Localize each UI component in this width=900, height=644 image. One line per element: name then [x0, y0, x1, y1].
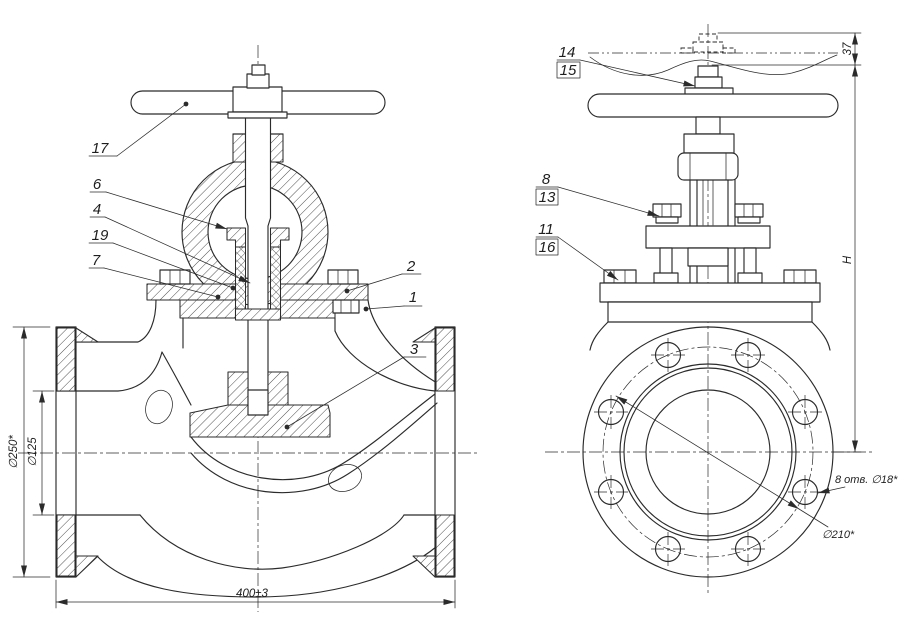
stem-nut [246, 73, 270, 89]
part-number: 11 [538, 221, 554, 238]
part-label-7: 7 [88, 252, 221, 300]
dimension-face-to-face: 400±3 [55, 579, 456, 609]
dimension-handwheel-rise: 37 [711, 32, 862, 66]
left-view-section: ∅250* ∅125 400±3 17 6 4 19 7 2 [8, 45, 480, 612]
valve-stem [244, 115, 272, 413]
part-number: 19 [92, 227, 109, 244]
handwheel-hub [232, 86, 283, 113]
packing-left [235, 246, 246, 310]
handwheel [587, 93, 839, 118]
part-label-3: 3 [284, 341, 427, 430]
body-rib-hole-right [328, 464, 362, 492]
body-rib-hole-left [145, 389, 173, 425]
dim-outer-diameter: ∅250* [8, 435, 20, 469]
dimension-bolt-circle: ∅210* [615, 395, 855, 541]
part-number: 2 [406, 258, 416, 275]
phantom-raised-position [588, 33, 838, 76]
dim-bolt-holes: 8 отв. ∅18* [835, 474, 898, 486]
dim-height: H [842, 255, 854, 264]
part-label-8-13: 8 13 [535, 171, 660, 217]
part-number: 7 [92, 252, 101, 269]
part-label-1: 1 [363, 289, 423, 312]
part-number: 16 [539, 239, 556, 256]
part-label-4: 4 [89, 201, 251, 284]
bonnet-flange [146, 269, 369, 321]
gland-nut-left [652, 203, 682, 218]
flange-nut-right [332, 299, 360, 314]
part-label-19: 19 [88, 227, 236, 291]
stuffing-box-flange [645, 225, 771, 249]
dim-bore-diameter: ∅125 [27, 437, 39, 467]
stem-top [684, 65, 734, 96]
dim-handwheel-rise: 37 [842, 42, 854, 55]
flange-bolt-left [159, 269, 191, 285]
bolt-circle [602, 346, 814, 558]
part-number: 17 [92, 140, 109, 157]
dimension-bore-diameter: ∅125 [27, 390, 55, 516]
dimension-height: H [832, 64, 862, 453]
dimension-bolt-holes: 8 отв. ∅18* [817, 474, 898, 494]
gland-nut-right [734, 203, 764, 218]
dim-bolt-circle: ∅210* [822, 529, 855, 541]
disc-and-seat [189, 371, 331, 438]
part-label-2: 2 [344, 258, 422, 294]
part-number: 13 [539, 189, 556, 206]
part-number: 14 [559, 44, 576, 61]
flange-bolt-right [327, 269, 359, 285]
pipe-flange-right [412, 326, 456, 578]
part-label-14-15: 14 15 [556, 44, 696, 87]
part-number: 15 [560, 62, 577, 79]
bolt-holes [594, 338, 822, 566]
handwheel [130, 64, 386, 119]
part-number: 6 [93, 176, 102, 193]
part-label-6: 6 [89, 176, 228, 230]
packing-right [270, 246, 281, 310]
part-number: 4 [93, 201, 101, 218]
gland-assembly [645, 203, 771, 284]
bonnet-bolt-right [783, 269, 817, 284]
bonnet-bolt-left [603, 269, 637, 284]
dimension-outer-diameter: ∅250* [8, 326, 51, 578]
stem-nut [694, 76, 723, 89]
part-label-11-16: 11 16 [535, 221, 619, 281]
part-label-17: 17 [88, 101, 189, 157]
part-number: 3 [410, 341, 419, 358]
break-line [589, 54, 838, 76]
part-number: 1 [409, 289, 417, 306]
valve-body [55, 299, 438, 598]
part-number: 8 [542, 171, 551, 188]
bonnet-flange [589, 269, 831, 351]
dim-face-to-face: 400±3 [236, 588, 268, 600]
yoke [677, 116, 739, 284]
right-view: 37 H ∅210* 8 отв. ∅18* 14 15 8 13 11 16 [535, 24, 898, 595]
stem-disc-slot [247, 389, 269, 416]
pipe-flange-left [55, 326, 99, 578]
stem-guide [232, 133, 284, 163]
